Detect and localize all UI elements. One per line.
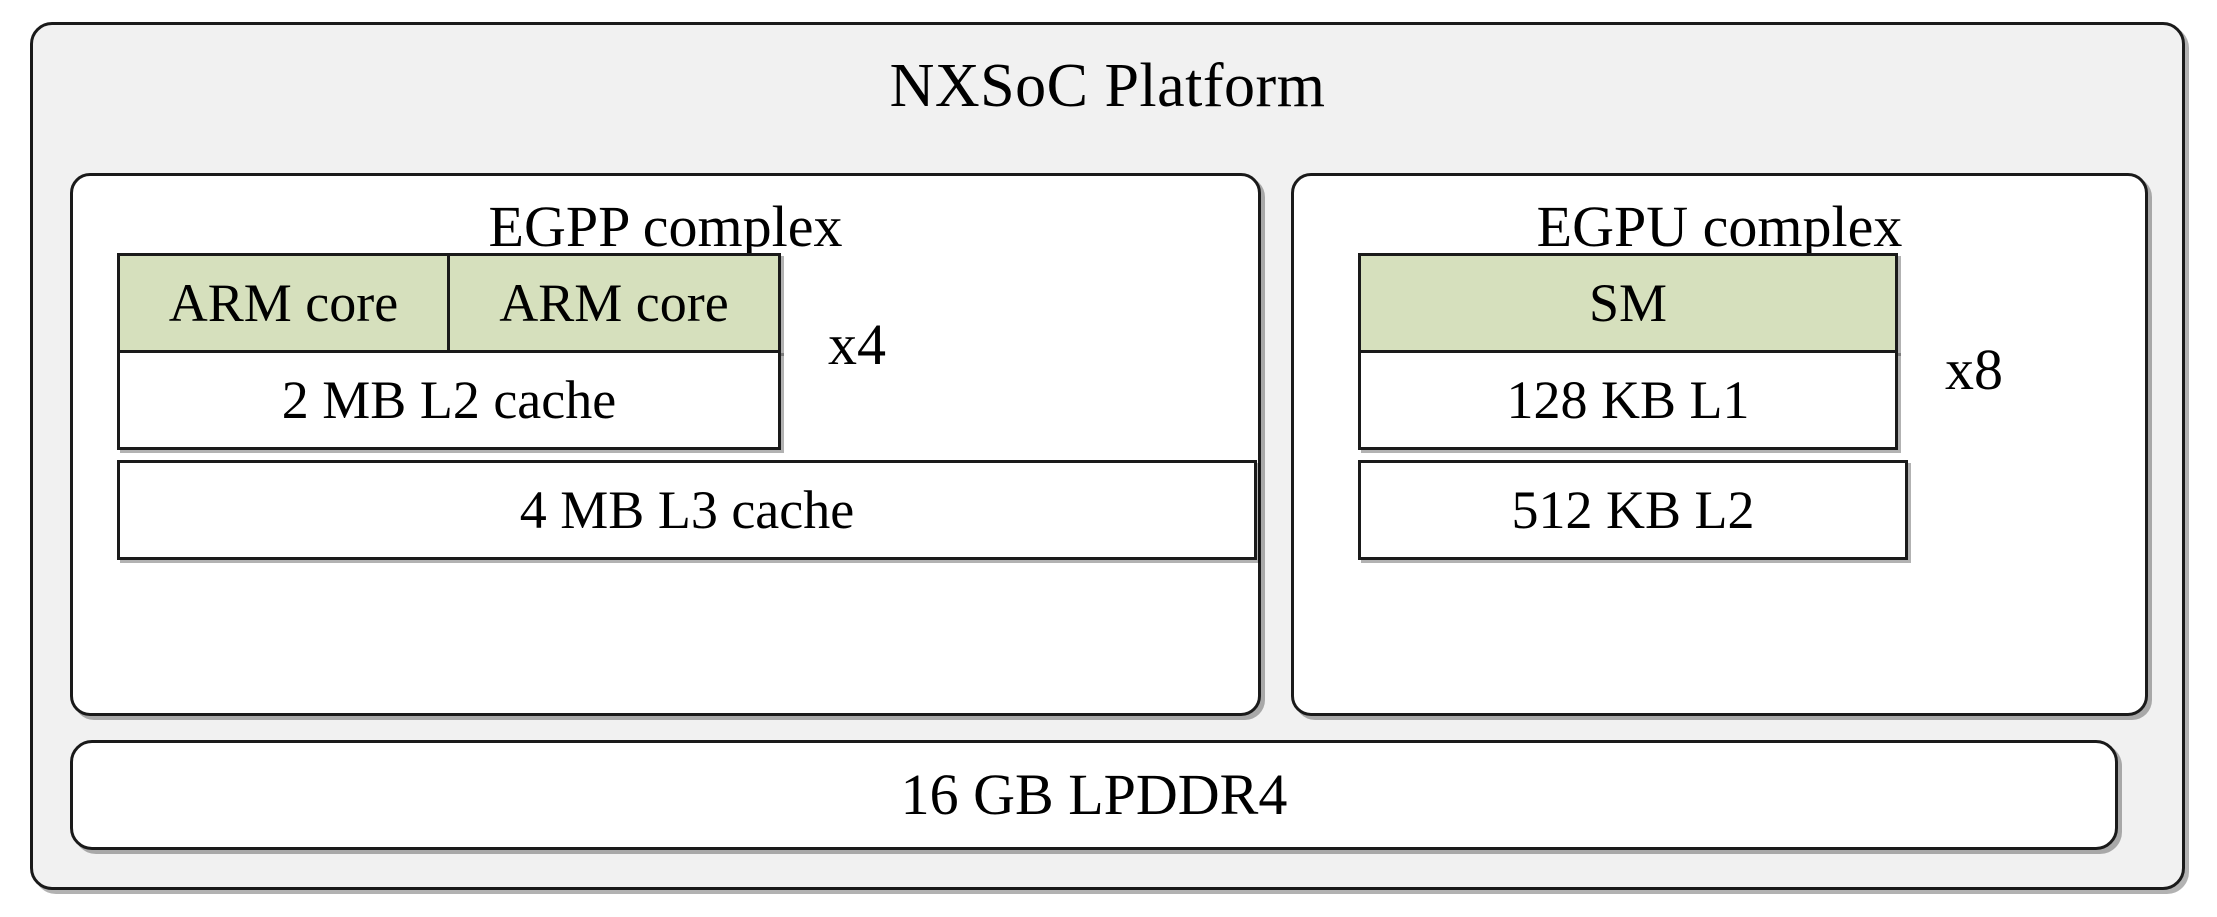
main-memory-block: 16 GB LPDDR4 — [70, 740, 2118, 850]
egpu-complex-title: EGPU complex — [1536, 194, 1903, 259]
arm-core-block-1: ARM core — [117, 253, 450, 353]
soc-platform-container: NXSoC Platform EGPP complex ARM core ARM… — [30, 22, 2185, 890]
egpp-complex-title: EGPP complex — [488, 194, 843, 259]
arm-core-block-2: ARM core — [447, 253, 781, 353]
egpu-multiplier-label: x8 — [1945, 337, 2003, 402]
egpp-complex-card: EGPP complex ARM core ARM core 2 MB L2 c… — [70, 173, 1261, 716]
egpu-complex-card: EGPU complex SM 128 KB L1 512 KB L2 x8 — [1291, 173, 2148, 716]
sm-block: SM — [1358, 253, 1898, 353]
gpu-l2-cache-block: 512 KB L2 — [1358, 460, 1908, 560]
egpp-multiplier-label: x4 — [828, 312, 886, 377]
page-title: NXSoC Platform — [889, 52, 1326, 120]
cpu-l3-cache-block: 4 MB L3 cache — [117, 460, 1257, 560]
gpu-l1-cache-block: 128 KB L1 — [1358, 350, 1898, 450]
cpu-l2-cache-block: 2 MB L2 cache — [117, 350, 781, 450]
